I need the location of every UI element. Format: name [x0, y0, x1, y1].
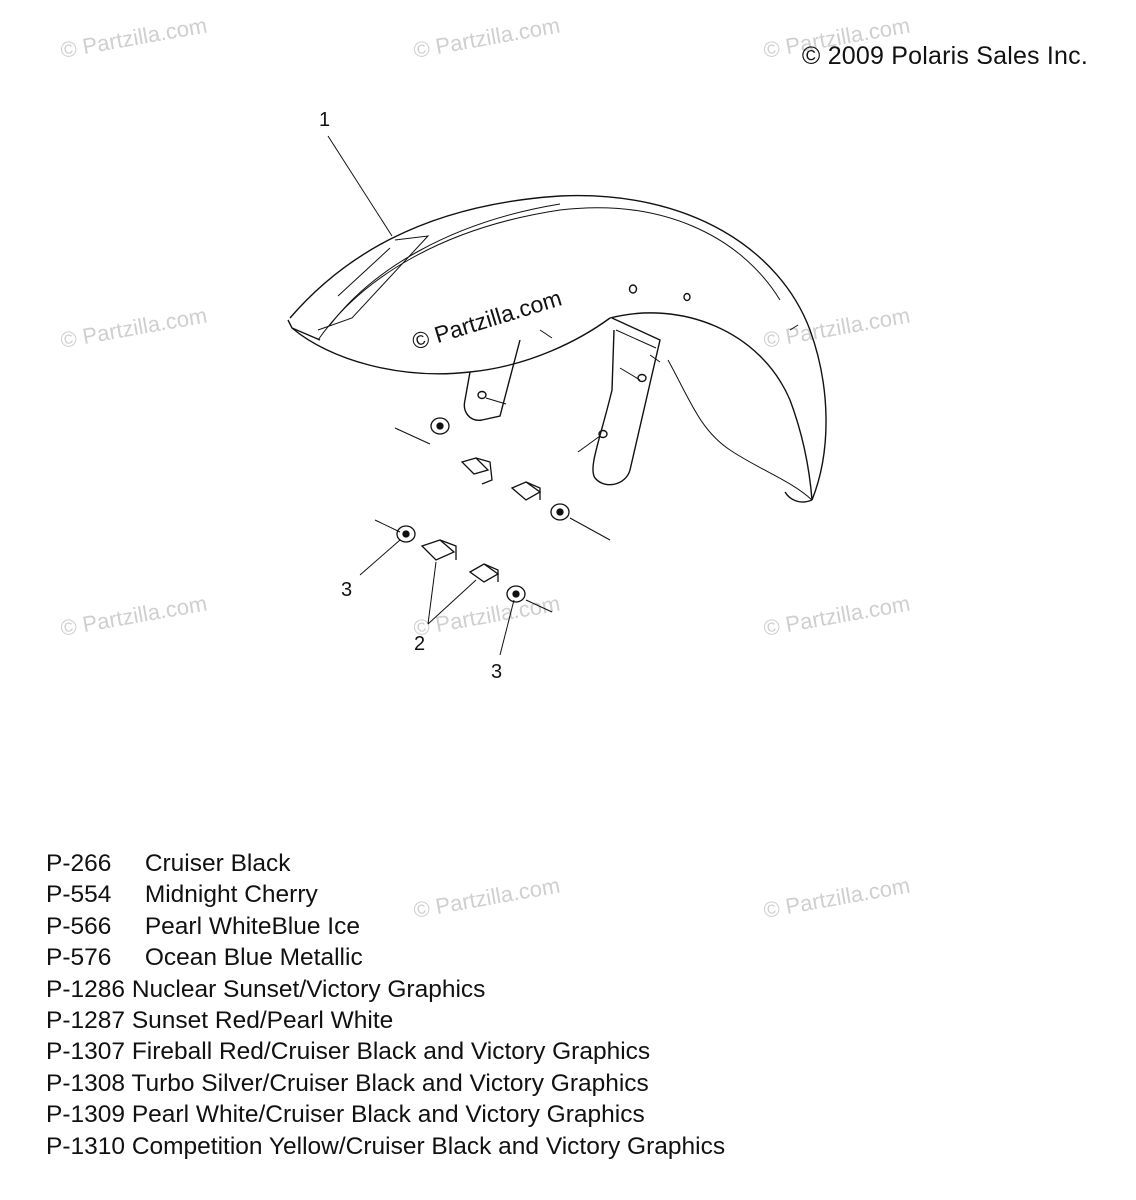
- hardware: [374, 417, 611, 613]
- watermark: © Partzilla.com: [762, 591, 912, 641]
- color-code: P-1310: [46, 1132, 126, 1160]
- color-name: Competition Yellow/Cruiser Black and Vic…: [131, 1132, 726, 1160]
- list-item: P-554 Midnight Cherry: [46, 879, 725, 910]
- color-code: P-1307: [46, 1038, 126, 1066]
- color-code: P-1287: [46, 1007, 126, 1035]
- list-item: P-1307 Fireball Red/Cruiser Black and Vi…: [46, 1036, 725, 1067]
- color-name: Turbo Silver/Cruiser Black and Victory G…: [131, 1069, 649, 1097]
- list-item: P-1287 Sunset Red/Pearl White: [46, 1005, 725, 1036]
- watermark: © Partzilla.com: [412, 591, 562, 641]
- color-options-list: P-266 Cruiser Black P-554 Midnight Cherr…: [46, 848, 725, 1162]
- callout-leaders: [327, 135, 515, 656]
- list-item: P-1286 Nuclear Sunset/Victory Graphics: [46, 974, 725, 1005]
- callout-washer: 3: [491, 661, 502, 683]
- color-code: P-576: [46, 944, 112, 972]
- color-code: P-1286: [46, 975, 126, 1003]
- watermark: © Partzilla.com: [762, 873, 912, 923]
- watermark: © Partzilla.com: [59, 13, 209, 63]
- callout-bolt: 2: [414, 633, 425, 655]
- callout-fender: 1: [319, 109, 330, 131]
- color-name: Pearl WhiteBlue Ice: [144, 912, 360, 940]
- watermark: © Partzilla.com: [762, 303, 912, 353]
- copyright-notice: © 2009 Polaris Sales Inc.: [801, 42, 1088, 70]
- front-fender: [287, 194, 827, 503]
- list-item: P-1308 Turbo Silver/Cruiser Black and Vi…: [46, 1068, 725, 1099]
- color-name: Midnight Cherry: [144, 881, 318, 909]
- color-code: P-1309: [46, 1101, 126, 1129]
- color-name: Cruiser Black: [144, 850, 291, 877]
- color-code: P-266: [46, 850, 112, 877]
- color-name: Pearl White/Cruiser Black and Victory Gr…: [131, 1101, 645, 1129]
- color-name: Sunset Red/Pearl White: [131, 1007, 394, 1035]
- list-item: P-576 Ocean Blue Metallic: [46, 942, 725, 973]
- list-item: P-566 Pearl WhiteBlue Ice: [46, 911, 725, 942]
- list-item: P-1310 Competition Yellow/Cruiser Black …: [46, 1131, 725, 1162]
- list-item: P-266 Cruiser Black: [46, 848, 725, 879]
- watermark: © Partzilla.com: [59, 591, 209, 641]
- watermark: © Partzilla.com: [409, 285, 565, 355]
- color-name: Ocean Blue Metallic: [144, 944, 363, 972]
- color-code: P-566: [46, 912, 112, 940]
- color-code: P-1308: [46, 1069, 126, 1097]
- callout-washer: 3: [341, 579, 352, 601]
- color-name: Fireball Red/Cruiser Black and Victory G…: [131, 1038, 651, 1066]
- list-item: P-1309 Pearl White/Cruiser Black and Vic…: [46, 1099, 725, 1130]
- color-code: P-554: [46, 881, 112, 909]
- color-name: Nuclear Sunset/Victory Graphics: [131, 975, 486, 1003]
- watermark: © Partzilla.com: [59, 303, 209, 353]
- watermark: © Partzilla.com: [412, 13, 562, 63]
